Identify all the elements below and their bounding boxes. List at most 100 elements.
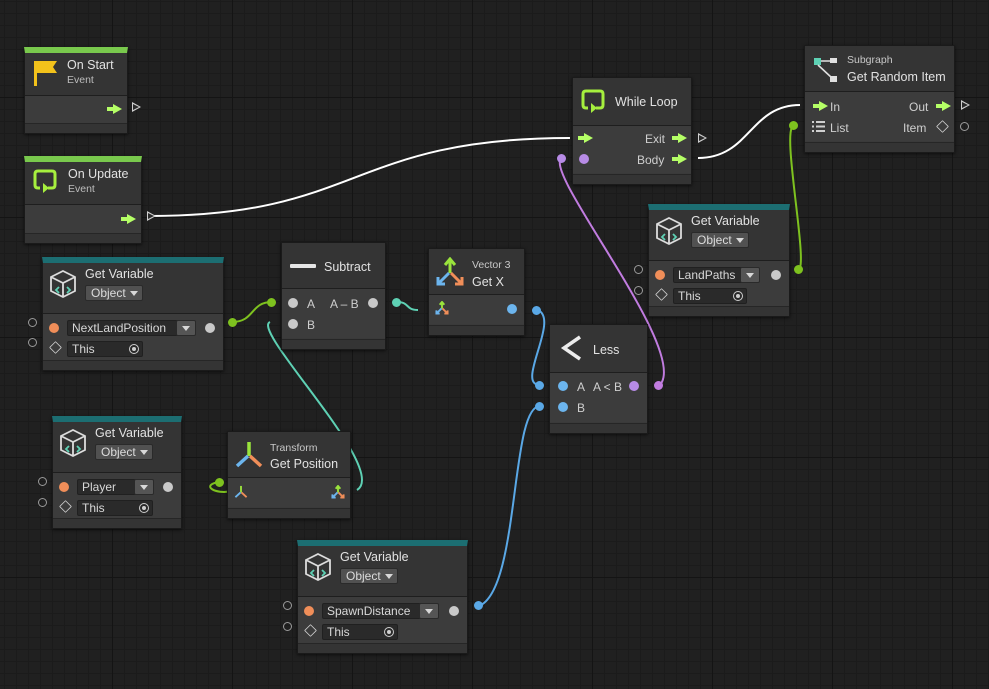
in-connector[interactable] [283,601,292,610]
b-input-connector[interactable] [535,402,544,411]
cube-icon [59,500,72,513]
node-get-variable-spawndistance[interactable]: Get Variable Object SpawnDistance This [297,540,468,654]
flow-in-port[interactable] [813,101,828,111]
node-title: Get Random Item [847,70,946,84]
cube-icon [304,624,317,637]
vector3-axes-icon [436,257,464,286]
kind-dropdown[interactable]: Object [95,444,153,460]
target-icon[interactable] [733,291,743,301]
output-connector[interactable] [392,298,401,307]
item-connector[interactable] [960,122,969,131]
node-get-variable-player[interactable]: Get Variable Object Player This [52,416,182,529]
kind-dropdown[interactable]: Object [85,285,143,301]
minus-icon [290,264,316,268]
variable-cube-icon [656,216,682,246]
exit-connector[interactable] [698,133,707,143]
output-port[interactable] [629,381,639,391]
node-while-loop[interactable]: While Loop Exit Body [572,77,692,185]
variable-dropdown-button[interactable] [176,320,196,336]
a-input-connector[interactable] [535,381,544,390]
x-output-port[interactable] [507,304,517,314]
flag-icon [34,61,57,86]
in-connector[interactable] [28,338,37,347]
value-out-port[interactable] [771,270,781,280]
variable-name-field[interactable]: LandPaths [673,267,760,283]
output-port[interactable] [368,298,378,308]
item-label: Item [903,121,927,135]
node-on-update[interactable]: On Update Event [24,156,142,244]
flow-out-port[interactable] [936,101,951,111]
node-on-start[interactable]: On Start Event [24,47,128,134]
value-out-connector[interactable] [228,318,237,327]
node-less[interactable]: Less A A < B B [549,324,648,434]
node-transform-get-position[interactable]: Transform Get Position [227,431,351,519]
value-out-connector[interactable] [215,478,224,487]
variable-name-field[interactable]: Player [77,479,154,495]
kind-dropdown[interactable]: Object [691,232,749,248]
in-connector[interactable] [28,318,37,327]
body-port[interactable] [672,154,687,164]
a-input-connector[interactable] [267,298,276,307]
in-connector[interactable] [634,286,643,295]
kind-dropdown[interactable]: Object [340,568,398,584]
node-pretitle: Transform [270,442,318,454]
value-out-port[interactable] [449,606,459,616]
flow-out-port[interactable] [121,214,136,224]
target-field[interactable]: This [322,624,398,640]
target-field[interactable]: This [77,500,153,516]
in-connector[interactable] [283,622,292,631]
value-out-connector[interactable] [474,601,483,610]
variable-name-field[interactable]: NextLandPosition [67,320,196,336]
vector3-axes-icon [331,485,345,499]
b-input-port[interactable] [288,319,298,329]
condition-port[interactable] [579,154,589,164]
a-input-port[interactable] [558,381,568,391]
flow-out-connector[interactable] [147,211,156,221]
target-field[interactable]: This [67,341,143,357]
output-connector[interactable] [654,381,663,390]
node-pretitle: Subgraph [847,54,893,66]
node-get-variable-nextlandposition[interactable]: Get Variable Object NextLandPosition Thi… [42,257,224,371]
in-connector[interactable] [38,477,47,486]
node-title: While Loop [615,95,678,109]
flow-out-port[interactable] [107,104,122,114]
in-label: In [830,100,841,114]
in-connector[interactable] [634,265,643,274]
in-connector[interactable] [38,498,47,507]
list-input-connector[interactable] [789,121,798,130]
subgraph-icon [814,58,837,82]
node-subgraph-get-random-item[interactable]: Subgraph Get Random Item In Out List Ite… [804,45,955,153]
value-out-port[interactable] [205,323,215,333]
dropdown-caret-icon [140,450,148,455]
variable-cube-icon [50,269,76,299]
b-input-port[interactable] [558,402,568,412]
flow-out-connector[interactable] [132,102,141,112]
a-input-port[interactable] [288,298,298,308]
x-output-connector[interactable] [532,306,541,315]
vector3-axes-icon [435,301,449,315]
body-label: Body [637,153,665,167]
node-vector3-get-x[interactable]: Vector 3 Get X [428,248,525,336]
target-icon[interactable] [139,503,149,513]
target-value: This [82,501,105,515]
value-out-port[interactable] [163,482,173,492]
exit-port[interactable] [672,133,687,143]
variable-name-field[interactable]: SpawnDistance [322,603,439,619]
node-title: Subtract [324,260,371,274]
variable-dropdown-button[interactable] [134,479,154,495]
target-field[interactable]: This [673,288,747,304]
node-subtract[interactable]: Subtract A A – B B [281,242,386,350]
subgraph-out-connector[interactable] [961,100,970,110]
dropdown-caret-icon [140,485,148,490]
value-out-connector[interactable] [794,265,803,274]
target-icon[interactable] [384,627,394,637]
target-icon[interactable] [129,344,139,354]
flow-in-port[interactable] [578,133,593,143]
variable-dropdown-button[interactable] [419,603,439,619]
type-port [59,482,69,492]
variable-dropdown-button[interactable] [740,267,760,283]
cube-icon [936,120,949,133]
node-get-variable-landpaths[interactable]: Get Variable Object LandPaths This [648,204,790,317]
dropdown-caret-icon [130,291,138,296]
condition-connector[interactable] [557,154,566,163]
